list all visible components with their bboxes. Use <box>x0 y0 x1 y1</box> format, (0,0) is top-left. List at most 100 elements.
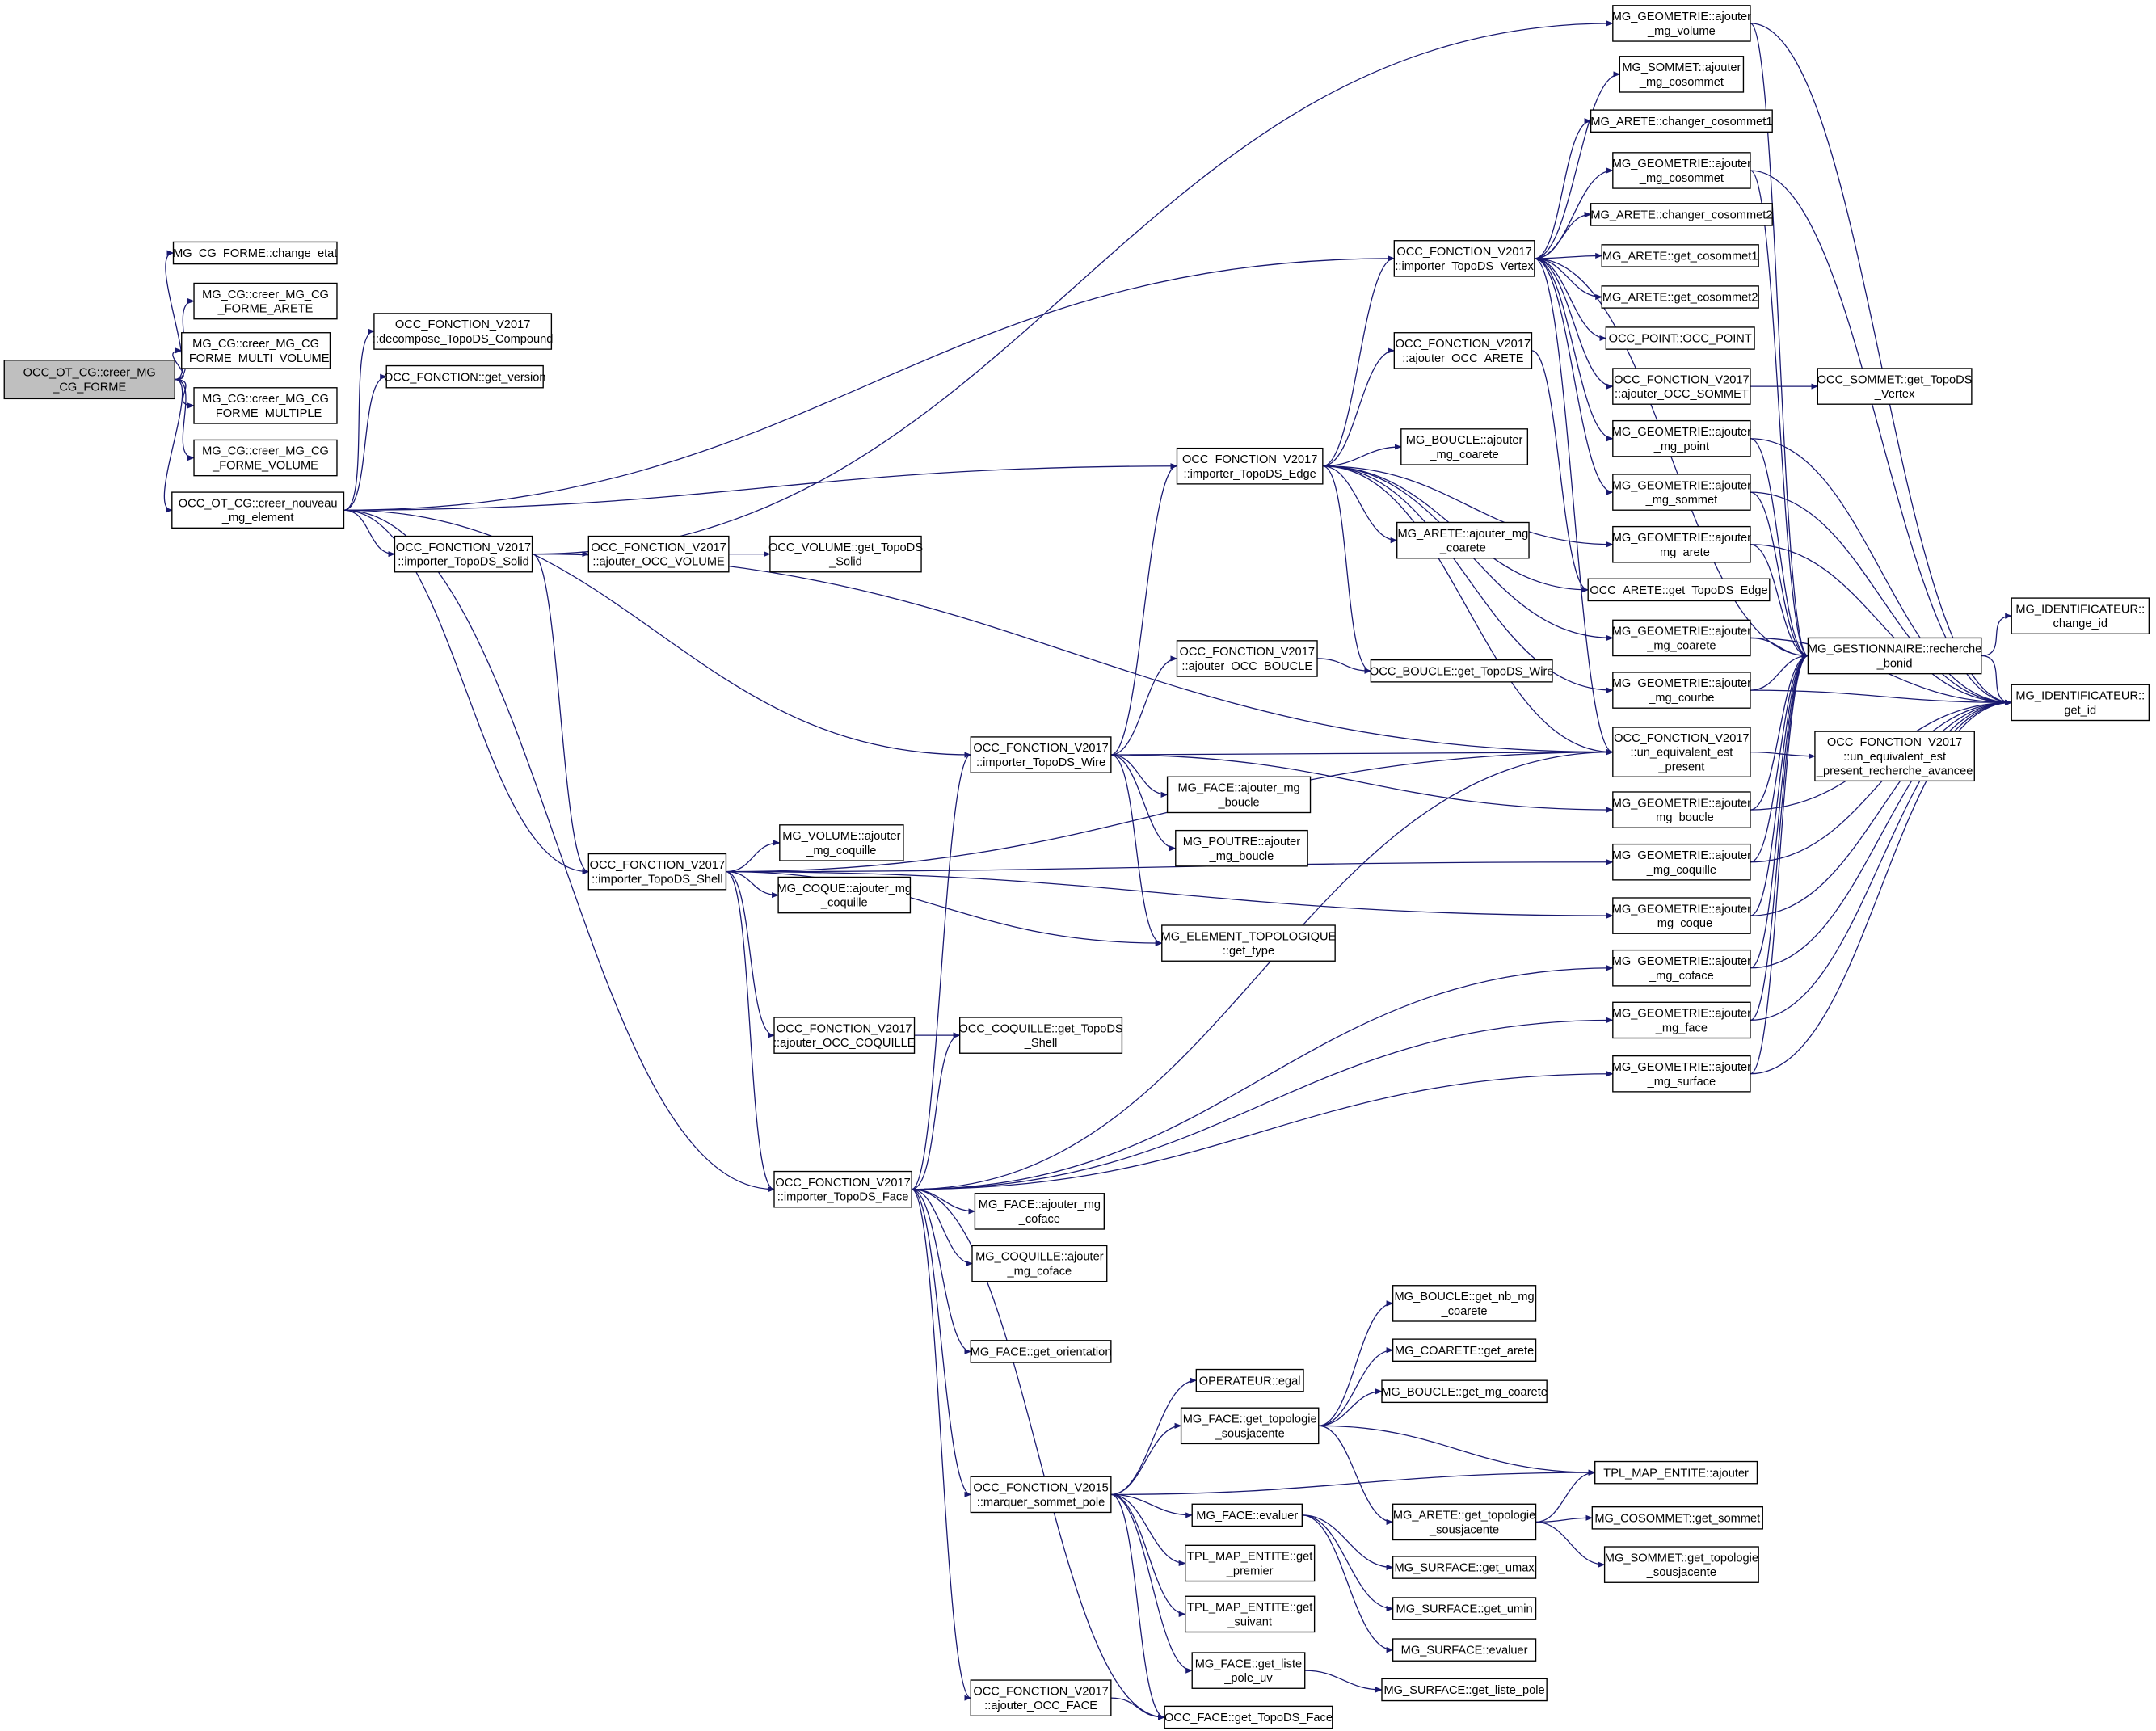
node-label: _sousjacente <box>1646 1566 1716 1579</box>
function-node-mg-identificateur-get-id[interactable]: MG_IDENTIFICATEUR::get_id <box>2011 684 2150 722</box>
function-node-occ-arete-get-topods-edge[interactable]: OCC_ARETE::get_TopoDS_Edge <box>1587 578 1771 602</box>
function-node-occ-fonction-v2017-importer-topods-edge[interactable]: OCC_FONCTION_V2017::importer_TopoDS_Edge <box>1176 447 1324 485</box>
call-edge-occ-fonction-v2017-importer-topods-face-to-mg-geometrie-ajouter-mg-face <box>912 1017 1614 1190</box>
function-node-mg-surface-get-umax[interactable]: MG_SURFACE::get_umax <box>1392 1556 1537 1579</box>
function-node-occ-boucle-get-topods-wire[interactable]: OCC_BOUCLE::get_TopoDS_Wire <box>1370 659 1554 683</box>
function-node-mg-face-evaluer[interactable]: MG_FACE::evaluer <box>1191 1503 1303 1527</box>
function-node-occ-fonction-v2017-ajouter-occ-face[interactable]: OCC_FONCTION_V2017::ajouter_OCC_FACE <box>970 1679 1112 1716</box>
function-node-mg-geometrie-ajouter-mg-point[interactable]: MG_GEOMETRIE::ajouter_mg_point <box>1612 419 1751 457</box>
function-node-mg-geometrie-ajouter-mg-volume[interactable]: MG_GEOMETRIE::ajouter_mg_volume <box>1612 5 1751 42</box>
node-label: _mg_point <box>1653 440 1709 453</box>
function-node-mg-element-topologique-get-type[interactable]: MG_ELEMENT_TOPOLOGIQUE::get_type <box>1161 924 1337 962</box>
function-node-mg-surface-evaluer[interactable]: MG_SURFACE::evaluer <box>1392 1638 1537 1662</box>
function-node-occ-fonction-v2017-ajouter-occ-volume[interactable]: OCC_FONCTION_V2017::ajouter_OCC_VOLUME <box>587 535 730 573</box>
function-node-tpl-map-entite-get-suivant[interactable]: TPL_MAP_ENTITE::get_suivant <box>1185 1595 1316 1633</box>
function-node-occ-fonction-v2017-un-equivalent-est-present-recherche-avancee[interactable]: OCC_FONCTION_V2017::un_equivalent_est_pr… <box>1814 731 1975 782</box>
function-node-occ-fonction-v2017-ajouter-occ-boucle[interactable]: OCC_FONCTION_V2017::ajouter_OCC_BOUCLE <box>1176 640 1318 677</box>
function-node-occ-ot-cg-creer-nouveau-mg-element[interactable]: OCC_OT_CG::creer_nouveau_mg_element <box>171 491 345 529</box>
function-node-mg-cg-creer-mg-cg-forme-volume[interactable]: MG_CG::creer_MG_CG_FORME_VOLUME <box>193 439 338 477</box>
function-node-mg-cg-creer-mg-cg-forme-multi-volume[interactable]: MG_CG::creer_MG_CG_FORME_MULTI_VOLUME <box>181 332 331 369</box>
node-box <box>587 853 727 891</box>
function-node-mg-geometrie-ajouter-mg-cosommet[interactable]: MG_GEOMETRIE::ajouter_mg_cosommet <box>1612 152 1751 189</box>
node-label: MG_ARETE::changer_cosommet1 <box>1590 116 1772 128</box>
function-node-mg-cg-creer-mg-cg-forme-arete[interactable]: MG_CG::creer_MG_CG_FORME_ARETE <box>193 282 338 320</box>
function-node-mg-coarete-get-arete[interactable]: MG_COARETE::get_arete <box>1392 1338 1537 1362</box>
function-node-occ-fonction-v2017-ajouter-occ-coquille[interactable]: OCC_FONCTION_V2017::ajouter_OCC_COQUILLE <box>773 1017 916 1054</box>
function-node-occ-fonction-v2017-importer-topods-solid[interactable]: OCC_FONCTION_V2017::importer_TopoDS_Soli… <box>394 535 533 573</box>
function-node-mg-arete-get-cosommet2[interactable]: MG_ARETE::get_cosommet2 <box>1601 285 1759 309</box>
function-node-mg-geometrie-ajouter-mg-face[interactable]: MG_GEOMETRIE::ajouter_mg_face <box>1612 1001 1751 1039</box>
function-node-mg-arete-ajouter-mg-coarete[interactable]: MG_ARETE::ajouter_mg_coarete <box>1396 521 1530 559</box>
call-edge-occ-fonction-v2017-importer-topods-wire-to-occ-fonction-v2017-importer-topods-edge <box>1110 463 1178 756</box>
function-node-mg-geometrie-ajouter-mg-coquille[interactable]: MG_GEOMETRIE::ajouter_mg_coquille <box>1612 843 1751 881</box>
function-node-mg-volume-ajouter-mg-coquille[interactable]: MG_VOLUME::ajouter_mg_coquille <box>779 824 904 861</box>
function-node-mg-surface-get-umin[interactable]: MG_SURFACE::get_umin <box>1392 1597 1537 1620</box>
function-node-operateur-egal[interactable]: OPERATEUR::egal <box>1195 1368 1304 1392</box>
function-node-occ-fonction-v2017-decompose-topods-compound[interactable]: OCC_FONCTION_V2017::decompose_TopoDS_Com… <box>373 313 554 350</box>
function-node-occ-volume-get-topods-solid[interactable]: OCC_VOLUME::get_TopoDS_Solid <box>768 535 923 573</box>
function-node-occ-fonction-v2017-ajouter-occ-sommet[interactable]: OCC_FONCTION_V2017::ajouter_OCC_SOMMET <box>1612 368 1751 405</box>
function-node-occ-point-occ-point[interactable]: OCC_POINT::OCC_POINT <box>1605 326 1755 350</box>
function-node-mg-geometrie-ajouter-mg-coface[interactable]: MG_GEOMETRIE::ajouter_mg_coface <box>1612 949 1751 987</box>
function-node-mg-poutre-ajouter-mg-boucle[interactable]: MG_POUTRE::ajouter_mg_boucle <box>1175 829 1308 867</box>
function-node-occ-fonction-v2017-ajouter-occ-arete[interactable]: OCC_FONCTION_V2017::ajouter_OCC_ARETE <box>1393 332 1533 369</box>
function-node-mg-boucle-get-nb-mg-coarete[interactable]: MG_BOUCLE::get_nb_mg_coarete <box>1392 1285 1537 1322</box>
function-node-mg-face-ajouter-mg-coface[interactable]: MG_FACE::ajouter_mg_coface <box>974 1193 1105 1230</box>
call-edge-occ-fonction-v2017-importer-topods-solid-to-occ-fonction-v2017-un-equivalent-est-present <box>532 554 1614 756</box>
node-label: MG_GEOMETRIE::ajouter <box>1612 677 1751 690</box>
function-node-occ-fonction-v2017-importer-topods-shell[interactable]: OCC_FONCTION_V2017::importer_TopoDS_Shel… <box>587 853 727 891</box>
function-node-occ-fonction-v2017-importer-topods-vertex[interactable]: OCC_FONCTION_V2017::importer_TopoDS_Vert… <box>1393 240 1535 277</box>
node-label: _mg_cosommet <box>1639 76 1724 89</box>
function-node-mg-face-ajouter-mg-boucle[interactable]: MG_FACE::ajouter_mg_boucle <box>1166 776 1312 814</box>
function-node-mg-geometrie-ajouter-mg-courbe[interactable]: MG_GEOMETRIE::ajouter_mg_courbe <box>1612 672 1751 709</box>
function-node-mg-boucle-get-mg-coarete[interactable]: MG_BOUCLE::get_mg_coarete <box>1381 1379 1548 1404</box>
call-edge-occ-fonction-v2017-importer-topods-vertex-to-mg-arete-changer-cosommet2 <box>1534 211 1592 259</box>
function-node-mg-coque-ajouter-mg-coquille[interactable]: MG_COQUE::ajouter_mg_coquille <box>777 876 912 914</box>
function-node-mg-arete-get-cosommet1[interactable]: MG_ARETE::get_cosommet1 <box>1601 244 1759 267</box>
function-node-tpl-map-entite-ajouter[interactable]: TPL_MAP_ENTITE::ajouter <box>1594 1460 1758 1485</box>
function-node-mg-identificateur-change-id[interactable]: MG_IDENTIFICATEUR::change_id <box>2011 597 2150 635</box>
function-node-occ-fonction-v2015-marquer-sommet-pole[interactable]: OCC_FONCTION_V2015::marquer_sommet_pole <box>970 1476 1112 1514</box>
function-node-occ-fonction-v2017-importer-topods-face[interactable]: OCC_FONCTION_V2017::importer_TopoDS_Face <box>773 1170 912 1208</box>
function-node-mg-cosommet-get-sommet[interactable]: MG_COSOMMET::get_sommet <box>1591 1506 1763 1530</box>
function-node-mg-geometrie-ajouter-mg-surface[interactable]: MG_GEOMETRIE::ajouter_mg_surface <box>1612 1055 1751 1093</box>
node-box <box>974 1193 1105 1230</box>
function-node-tpl-map-entite-get-premier[interactable]: TPL_MAP_ENTITE::get_premier <box>1185 1544 1316 1582</box>
function-node-mg-face-get-orientation[interactable]: MG_FACE::get_orientation <box>970 1340 1112 1363</box>
call-edge-occ-fonction-v2017-importer-topods-wire-to-mg-geometrie-ajouter-mg-boucle <box>1110 754 1614 813</box>
node-box <box>1612 1055 1751 1093</box>
function-node-mg-sommet-ajouter-mg-cosommet[interactable]: MG_SOMMET::ajouter_mg_cosommet <box>1619 56 1745 93</box>
function-node-occ-ot-cg-creer-mg-cg-forme[interactable]: OCC_OT_CG::creer_MG_CG_FORME <box>3 360 175 400</box>
function-node-occ-fonction-get-version[interactable]: OCC_FONCTION::get_version <box>384 364 546 389</box>
function-node-mg-geometrie-ajouter-mg-arete[interactable]: MG_GEOMETRIE::ajouter_mg_arete <box>1612 525 1751 563</box>
function-node-mg-sommet-get-topologie-sousjacente[interactable]: MG_SOMMET::get_topologie_sousjacente <box>1603 1546 1759 1583</box>
node-label: OCC_ARETE::get_TopoDS_Edge <box>1590 584 1767 597</box>
call-edge-occ-fonction-v2017-importer-topods-face-to-occ-fonction-v2017-importer-topods-wire <box>911 752 972 1190</box>
call-edge-occ-fonction-v2017-importer-topods-face-to-mg-geometrie-ajouter-mg-coface <box>912 965 1614 1190</box>
function-node-mg-geometrie-ajouter-mg-sommet[interactable]: MG_GEOMETRIE::ajouter_mg_sommet <box>1612 474 1751 511</box>
function-node-mg-surface-get-liste-pole[interactable]: MG_SURFACE::get_liste_pole <box>1381 1678 1548 1702</box>
function-node-occ-coquille-get-topods-shell[interactable]: OCC_COQUILLE::get_TopoDS_Shell <box>958 1017 1123 1054</box>
function-node-mg-arete-get-topologie-sousjacente[interactable]: MG_ARETE::get_topologie_sousjacente <box>1392 1503 1537 1541</box>
function-node-mg-face-get-liste-pole-uv[interactable]: MG_FACE::get_liste_pole_uv <box>1191 1652 1306 1689</box>
function-node-occ-fonction-v2017-importer-topods-wire[interactable]: OCC_FONCTION_V2017::importer_TopoDS_Wire <box>970 736 1112 773</box>
function-node-mg-geometrie-ajouter-mg-boucle[interactable]: MG_GEOMETRIE::ajouter_mg_boucle <box>1612 791 1751 828</box>
call-edge-mg-gestionnaire-recherche-bonid-to-mg-identificateur-get-id <box>1981 655 2013 705</box>
function-node-mg-boucle-ajouter-mg-coarete[interactable]: MG_BOUCLE::ajouter_mg_coarete <box>1400 428 1529 465</box>
function-node-occ-sommet-get-topods-vertex[interactable]: OCC_SOMMET::get_TopoDS_Vertex <box>1817 368 1973 405</box>
function-node-mg-arete-changer-cosommet2[interactable]: MG_ARETE::changer_cosommet2 <box>1590 203 1773 226</box>
function-node-occ-face-get-topods-face[interactable]: OCC_FACE::get_TopoDS_Face <box>1164 1705 1333 1729</box>
function-node-mg-cg-forme-change-etat[interactable]: MG_CG_FORME::change_etat <box>172 241 338 265</box>
function-node-mg-geometrie-ajouter-mg-coque[interactable]: MG_GEOMETRIE::ajouter_mg_coque <box>1612 897 1751 934</box>
node-label: OCC_OT_CG::creer_nouveau <box>179 497 338 510</box>
function-node-mg-coquille-ajouter-mg-coface[interactable]: MG_COQUILLE::ajouter_mg_coface <box>971 1245 1108 1282</box>
function-node-mg-arete-changer-cosommet1[interactable]: MG_ARETE::changer_cosommet1 <box>1590 109 1773 133</box>
node-box <box>1594 1460 1758 1485</box>
function-node-mg-cg-creer-mg-cg-forme-multiple[interactable]: MG_CG::creer_MG_CG_FORME_MULTIPLE <box>193 387 338 424</box>
function-node-mg-geometrie-ajouter-mg-coarete[interactable]: MG_GEOMETRIE::ajouter_mg_coarete <box>1612 619 1751 657</box>
function-node-mg-face-get-topologie-sousjacente[interactable]: MG_FACE::get_topologie_sousjacente <box>1180 1407 1320 1445</box>
function-node-mg-gestionnaire-recherche-bonid[interactable]: MG_GESTIONNAIRE::recherche_bonid <box>1807 637 1982 675</box>
call-edge-occ-fonction-v2017-importer-topods-shell-to-mg-volume-ajouter-mg-coquille <box>726 840 781 873</box>
function-node-occ-fonction-v2017-un-equivalent-est-present[interactable]: OCC_FONCTION_V2017::un_equivalent_est_pr… <box>1612 727 1751 777</box>
node-box <box>1381 1379 1548 1404</box>
